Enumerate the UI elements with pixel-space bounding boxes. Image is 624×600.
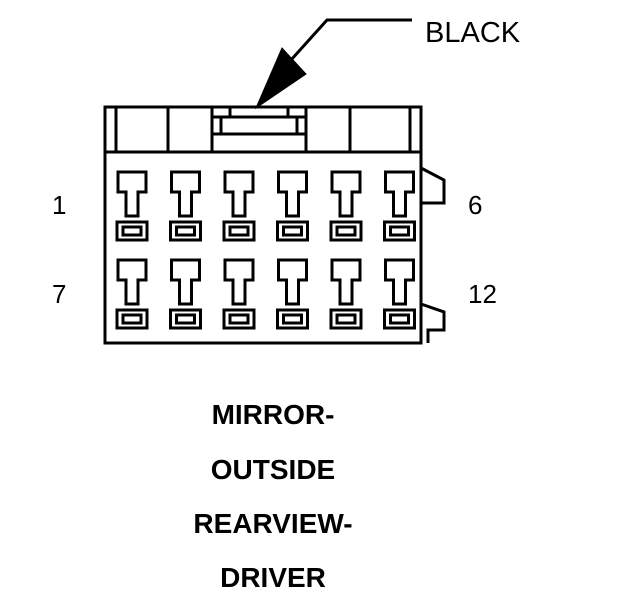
terminal-lock-inner bbox=[282, 225, 303, 237]
terminal-lock-outer bbox=[115, 220, 149, 242]
terminal-outline bbox=[330, 170, 362, 218]
pin-label-6: 6 bbox=[468, 190, 482, 220]
terminal-lock-inner bbox=[121, 225, 143, 237]
terminal-lock-inner bbox=[335, 313, 357, 325]
terminal-cavity-2 bbox=[169, 170, 202, 242]
terminal-lock-inner bbox=[121, 313, 143, 325]
terminal-lock-outer bbox=[276, 308, 309, 330]
terminal-outline bbox=[384, 258, 415, 306]
terminal-cavity-6 bbox=[383, 170, 416, 242]
leader-arrowhead bbox=[254, 47, 307, 110]
terminal-cavity-12 bbox=[383, 258, 416, 330]
terminal-outline bbox=[170, 170, 201, 218]
terminal-cavity-10 bbox=[276, 258, 309, 330]
terminal-outline bbox=[277, 170, 308, 218]
side-key-bottom bbox=[420, 302, 446, 343]
terminal-cavity-11 bbox=[329, 258, 363, 330]
terminal-lock-outer bbox=[276, 220, 309, 242]
terminal-lock-inner bbox=[389, 313, 410, 325]
terminal-cavity-5 bbox=[329, 170, 363, 242]
housing-outline bbox=[103, 105, 423, 345]
terminal-lock-outer bbox=[222, 220, 256, 242]
terminal-lock-inner bbox=[282, 313, 303, 325]
terminal-cavities bbox=[115, 170, 416, 330]
terminal-lock-outer bbox=[329, 308, 363, 330]
pin-label-12: 12 bbox=[468, 279, 497, 309]
pin-label-1: 1 bbox=[52, 190, 66, 220]
connector-housing bbox=[103, 105, 446, 345]
terminal-cavity-8 bbox=[169, 258, 202, 330]
caption-line-1: MIRROR- bbox=[212, 399, 335, 430]
terminal-lock-outer bbox=[383, 220, 416, 242]
latch-boss-left bbox=[166, 105, 214, 154]
side-key-top bbox=[420, 166, 446, 205]
terminal-cavity-1 bbox=[115, 170, 149, 242]
terminal-outline bbox=[223, 258, 255, 306]
terminal-cavity-4 bbox=[276, 170, 309, 242]
terminal-outline bbox=[384, 170, 415, 218]
terminal-outline bbox=[116, 258, 148, 306]
caption-line-4: DRIVER bbox=[220, 562, 326, 593]
latch-boss-right bbox=[304, 105, 352, 154]
terminal-lock-inner bbox=[175, 225, 196, 237]
terminal-outline bbox=[170, 258, 201, 306]
terminal-outline bbox=[116, 170, 148, 218]
leader-line bbox=[289, 18, 412, 62]
caption-line-2: OUTSIDE bbox=[211, 454, 335, 485]
terminal-cavity-7 bbox=[115, 258, 149, 330]
terminal-lock-outer bbox=[115, 308, 149, 330]
terminal-lock-outer bbox=[169, 308, 202, 330]
terminal-outline bbox=[223, 170, 255, 218]
terminal-cavity-3 bbox=[222, 170, 256, 242]
terminal-lock-outer bbox=[383, 308, 416, 330]
pin-label-7: 7 bbox=[52, 279, 66, 309]
terminal-lock-outer bbox=[169, 220, 202, 242]
terminal-cavity-9 bbox=[222, 258, 256, 330]
terminal-lock-inner bbox=[389, 225, 410, 237]
terminal-lock-inner bbox=[228, 313, 250, 325]
terminal-outline bbox=[277, 258, 308, 306]
terminal-lock-inner bbox=[335, 225, 357, 237]
caption-line-3: REARVIEW- bbox=[193, 508, 352, 539]
connector-caption: MIRROR- OUTSIDE REARVIEW- DRIVER bbox=[193, 399, 352, 593]
terminal-lock-outer bbox=[329, 220, 363, 242]
connector-color-label: BLACK bbox=[425, 17, 521, 49]
terminal-outline bbox=[330, 258, 362, 306]
terminal-lock-inner bbox=[228, 225, 250, 237]
terminal-lock-outer bbox=[222, 308, 256, 330]
color-leader bbox=[254, 18, 412, 110]
terminal-lock-inner bbox=[175, 313, 196, 325]
